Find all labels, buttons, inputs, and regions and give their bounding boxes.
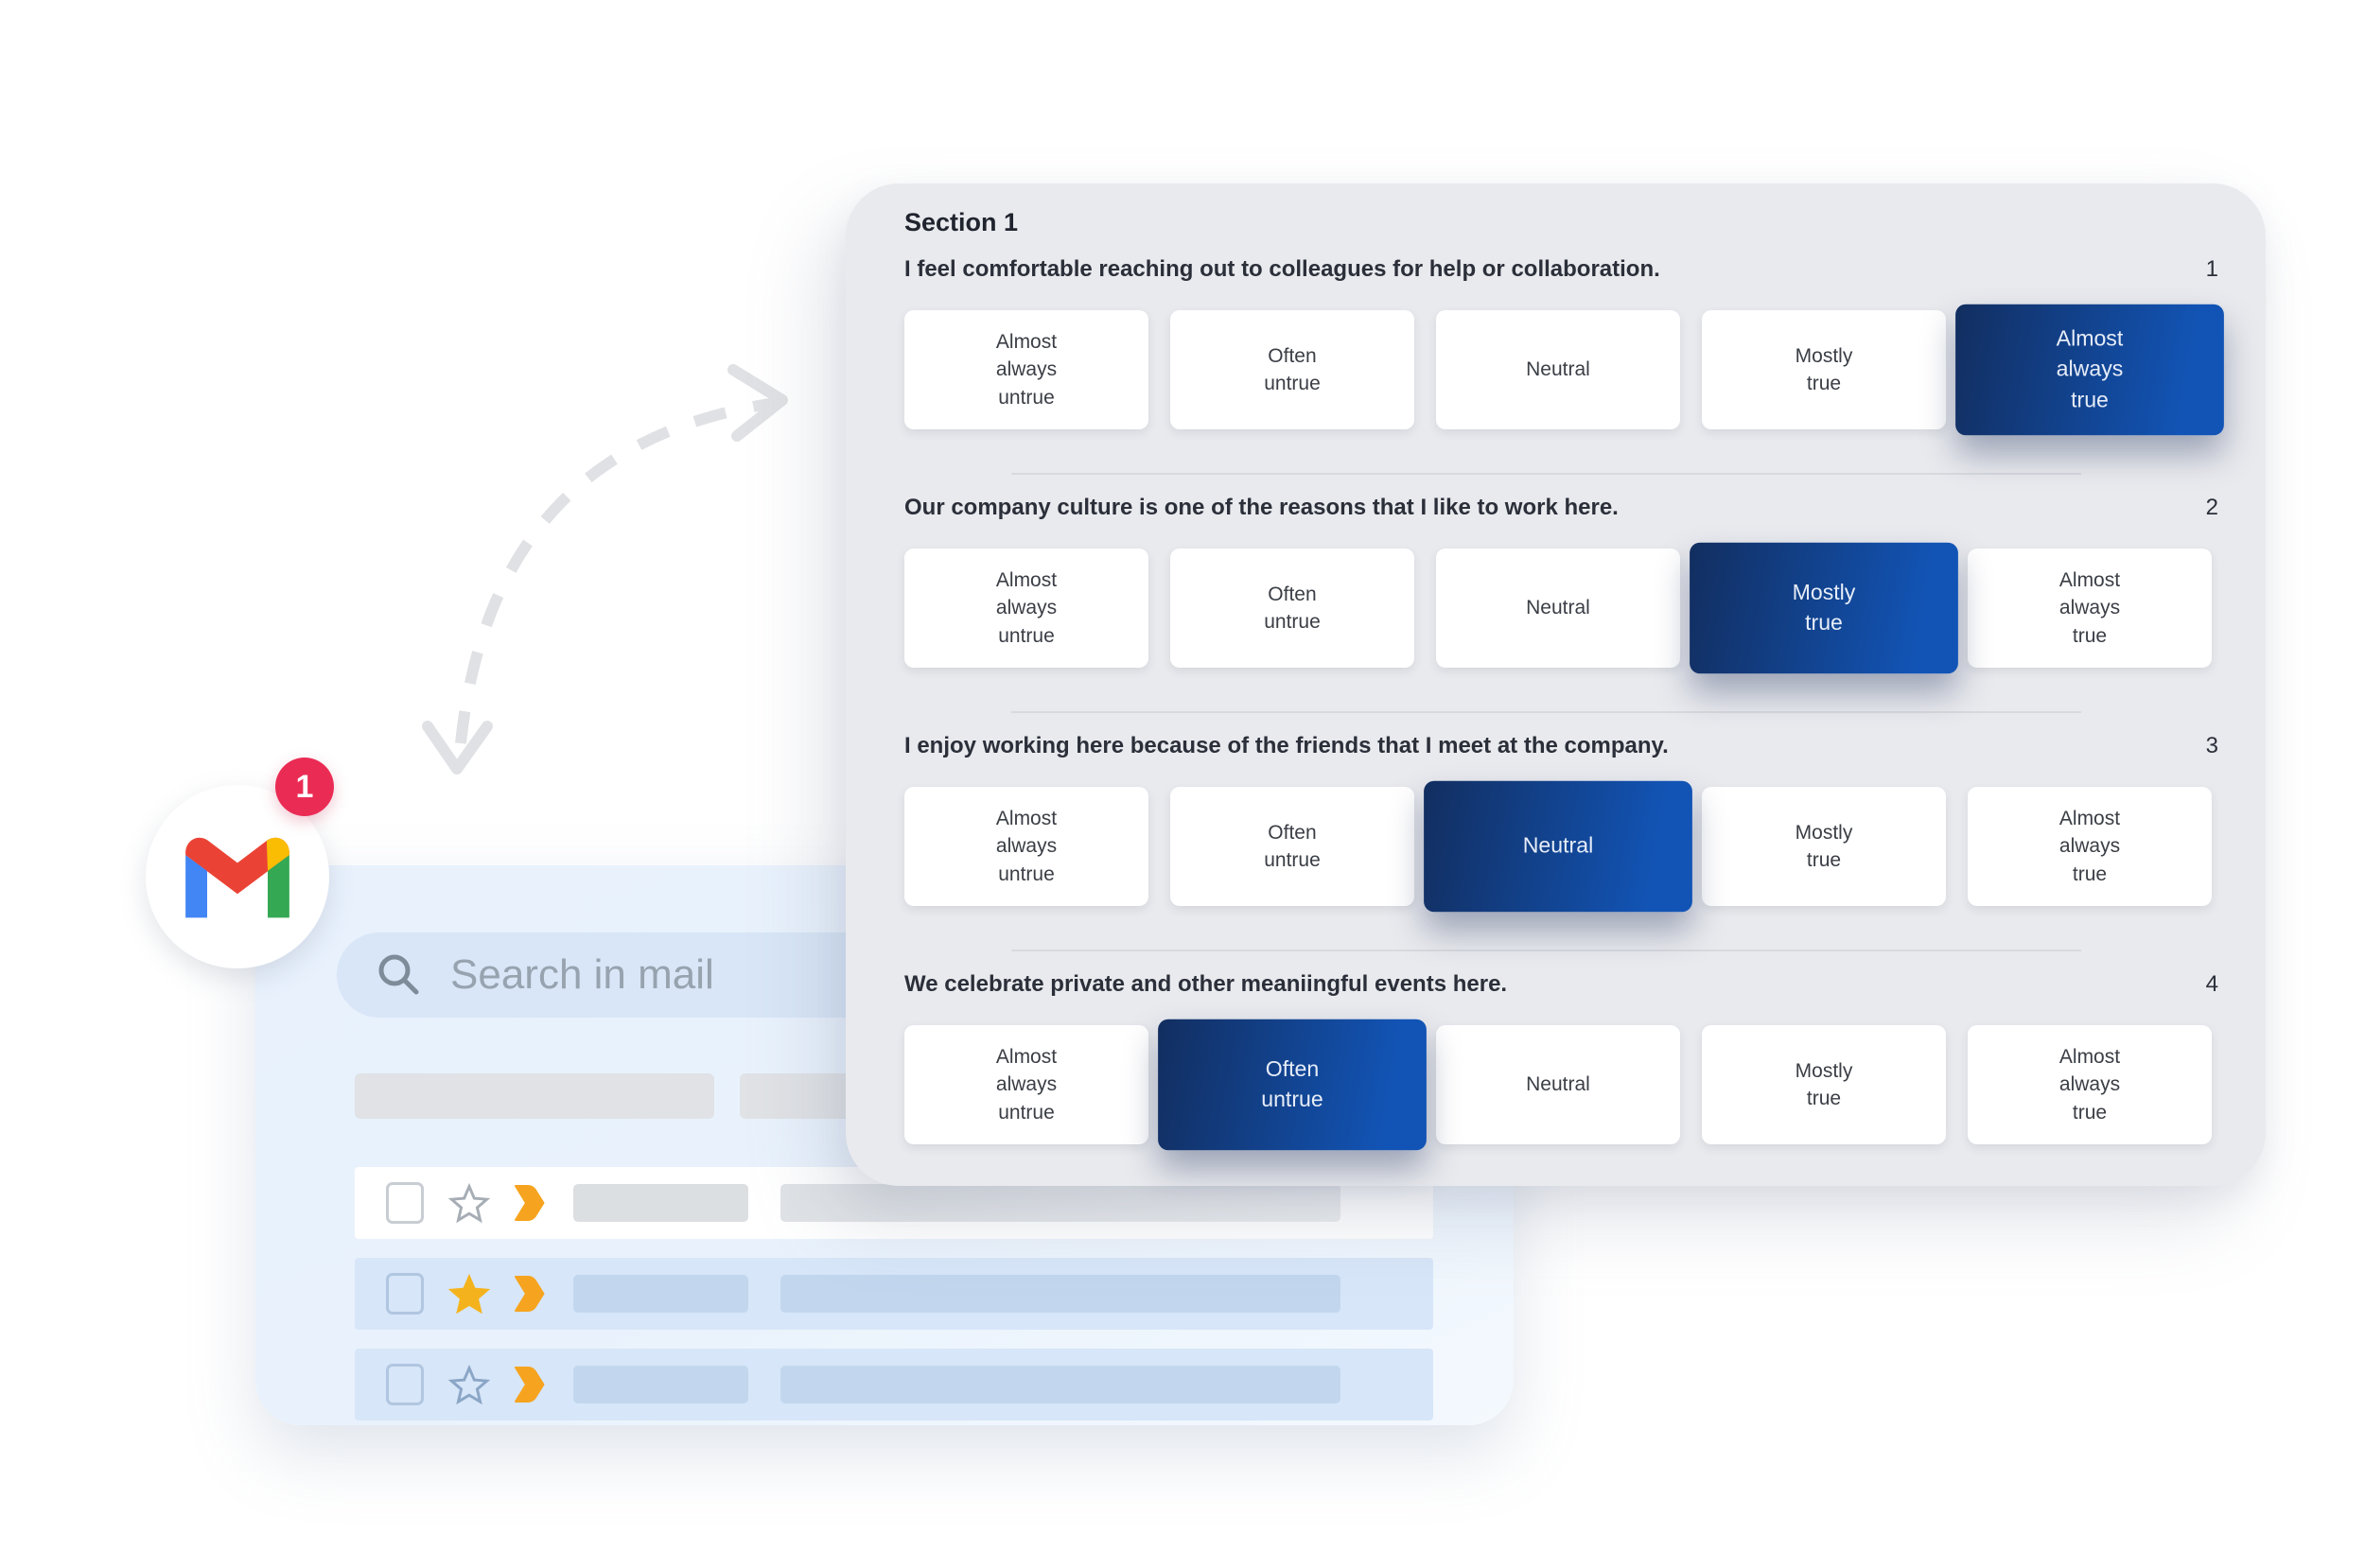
divider <box>1011 950 2081 951</box>
answer-option[interactable]: Almost always true <box>1968 1025 2212 1144</box>
question-number: 2 <box>2205 495 2218 520</box>
email-list-item[interactable] <box>355 1349 1433 1420</box>
search-icon <box>378 954 419 995</box>
sender-placeholder-bar <box>573 1366 748 1403</box>
answer-options-row: Almost always untrue Often untrue Neutra… <box>904 1019 2218 1151</box>
answer-option[interactable]: Almost always true <box>1955 304 2224 436</box>
answer-option[interactable]: Mostly true <box>1702 1025 1946 1144</box>
important-tag-icon[interactable] <box>511 1183 549 1223</box>
question-header: I enjoy working here because of the frie… <box>904 732 2218 760</box>
checkbox[interactable] <box>386 1364 424 1405</box>
answer-option[interactable]: Almost always true <box>1968 787 2212 906</box>
question-number: 1 <box>2205 256 2218 282</box>
star-icon[interactable] <box>448 1182 490 1224</box>
subject-placeholder-bar <box>780 1366 1340 1403</box>
sender-placeholder-bar <box>573 1184 748 1222</box>
answer-option[interactable]: Neutral <box>1424 780 1692 913</box>
star-icon[interactable] <box>448 1364 490 1405</box>
answer-option[interactable]: Mostly true <box>1702 310 1946 429</box>
question-text: I feel comfortable reaching out to colle… <box>904 256 1660 282</box>
list-header-placeholder-bar <box>355 1073 714 1119</box>
answer-option[interactable]: Mostly true <box>1690 542 1958 674</box>
checkbox[interactable] <box>386 1273 424 1315</box>
survey-panel: Section 1 I feel comfortable reaching ou… <box>846 183 2266 1186</box>
answer-option[interactable]: Neutral <box>1436 1025 1680 1144</box>
answer-option[interactable]: Neutral <box>1436 549 1680 668</box>
answer-option[interactable]: Often untrue <box>1170 549 1414 668</box>
answer-option[interactable]: Often untrue <box>1158 1019 1427 1151</box>
answer-option[interactable]: Almost always untrue <box>904 310 1148 429</box>
question-number: 3 <box>2205 733 2218 758</box>
subject-placeholder-bar <box>780 1275 1340 1313</box>
star-icon[interactable] <box>448 1273 490 1315</box>
answer-option[interactable]: Almost always true <box>1968 549 2212 668</box>
answer-option[interactable]: Often untrue <box>1170 787 1414 906</box>
subject-placeholder-bar <box>780 1184 1340 1222</box>
question-text: I enjoy working here because of the frie… <box>904 733 1669 758</box>
question-header: We celebrate private and other meaniingf… <box>904 970 2218 999</box>
answer-option[interactable]: Almost always untrue <box>904 1025 1148 1144</box>
sender-placeholder-bar <box>573 1275 748 1313</box>
important-tag-icon[interactable] <box>511 1365 549 1404</box>
divider <box>1011 711 2081 713</box>
email-list-item[interactable] <box>355 1258 1433 1330</box>
answer-options-row: Almost always untrue Often untrue Neutra… <box>904 780 2218 913</box>
question-header: Our company culture is one of the reason… <box>904 494 2218 522</box>
gmail-m-icon <box>185 837 289 918</box>
answer-option[interactable]: Almost always untrue <box>904 787 1148 906</box>
question-header: I feel comfortable reaching out to colle… <box>904 255 2218 284</box>
answer-option[interactable]: Often untrue <box>1170 310 1414 429</box>
question-text: We celebrate private and other meaniingf… <box>904 971 1508 997</box>
answer-option[interactable]: Almost always untrue <box>904 549 1148 668</box>
section-title: Section 1 <box>904 208 1019 236</box>
checkbox[interactable] <box>386 1182 424 1224</box>
answer-option[interactable]: Mostly true <box>1702 787 1946 906</box>
divider <box>1011 473 2081 475</box>
question-text: Our company culture is one of the reason… <box>904 495 1619 520</box>
answer-options-row: Almost always untrue Often untrue Neutra… <box>904 304 2224 436</box>
question-number: 4 <box>2205 971 2218 997</box>
important-tag-icon[interactable] <box>511 1274 549 1314</box>
answer-options-row: Almost always untrue Often untrue Neutra… <box>904 542 2218 674</box>
answer-option[interactable]: Neutral <box>1436 310 1680 429</box>
notification-badge: 1 <box>275 758 334 816</box>
